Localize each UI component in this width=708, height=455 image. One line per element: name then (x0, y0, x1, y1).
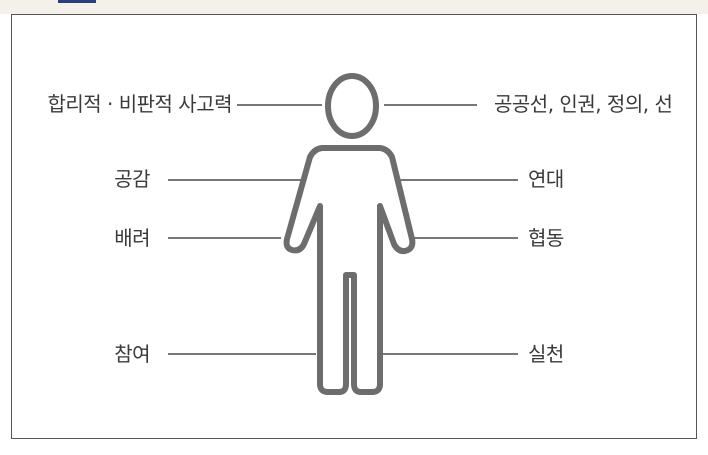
label-empathy: 공감 (114, 167, 150, 191)
person-outline-icon (283, 73, 416, 395)
top-accent-mark (58, 0, 96, 3)
label-cooperation: 협동 (528, 226, 564, 250)
top-strip (0, 0, 708, 14)
person-head (325, 73, 379, 139)
label-participation: 참여 (114, 342, 150, 366)
label-consideration: 배려 (114, 226, 150, 250)
label-common-good: 공공선, 인권, 정의, 선 (494, 92, 673, 116)
label-practice: 실천 (528, 342, 564, 366)
person-body (283, 145, 416, 395)
label-critical-thinking: 합리적 · 비판적 사고력 (47, 92, 232, 116)
label-solidarity: 연대 (528, 167, 564, 191)
